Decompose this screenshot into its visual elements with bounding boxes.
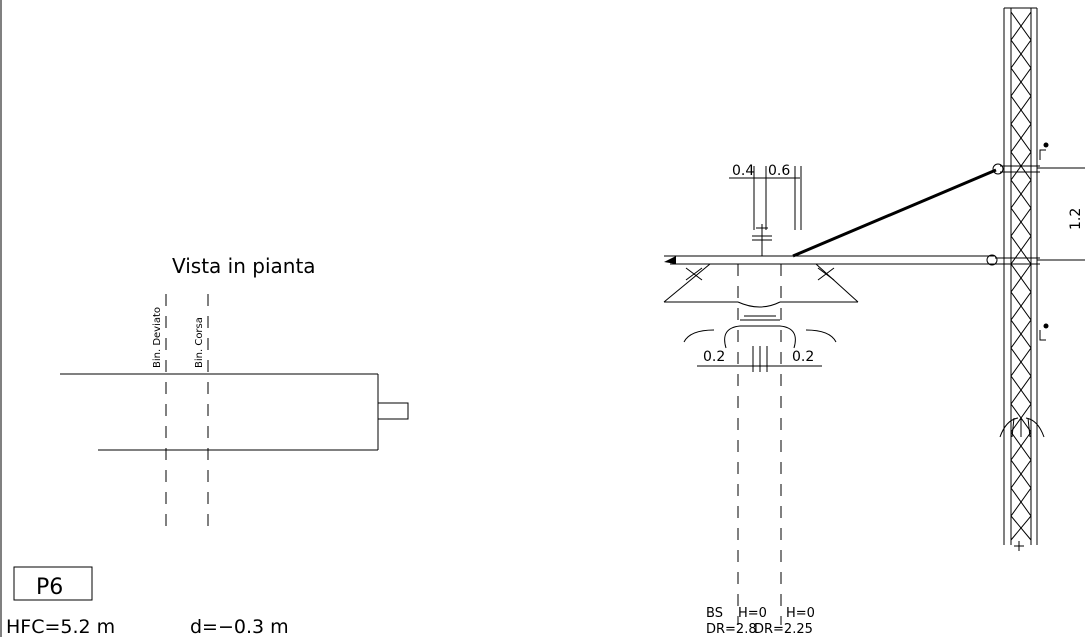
lattice-mast: [999, 7, 1045, 551]
dimension-top: 0.4 0.6: [729, 163, 802, 230]
plan-view-title: Vista in pianta: [172, 254, 316, 278]
dimension-vertical: 1.2: [1037, 167, 1085, 261]
label-h-mid: H=0: [738, 606, 767, 621]
label-dr-right: DR=2.25: [754, 622, 813, 637]
cantilever-elevation: 1.2: [663, 7, 1085, 637]
stay-tube: [792, 168, 997, 258]
dim-top-right: 0.6: [768, 163, 790, 179]
label-h-right: H=0: [786, 606, 815, 621]
stay-hinge: [992, 163, 1004, 175]
plan-pole-box: [377, 402, 409, 420]
mast-brackets: [1039, 142, 1049, 341]
cantilever-arm: [664, 254, 1040, 266]
plan-view: Vista in pianta Bin. Deviato Bin. Corsa: [60, 254, 409, 530]
registration-arms: [663, 224, 859, 308]
dim-mid-right: 0.2: [792, 349, 814, 365]
pole-label: P6: [36, 575, 63, 600]
dim-mid-left: 0.2: [703, 349, 725, 365]
footer-hfc: HFC=5.2 m: [6, 616, 115, 637]
track-corsa-label: Bin. Corsa: [194, 317, 205, 368]
label-bs: BS: [706, 606, 723, 621]
label-dr-left: DR=2.8: [706, 622, 757, 637]
footer-d: d=−0.3 m: [190, 616, 289, 637]
track-deviato-label: Bin. Deviato: [152, 307, 163, 368]
dim-top-left: 0.4: [732, 163, 754, 179]
contact-wire-hangers: [683, 315, 837, 349]
dim-vertical-label: 1.2: [1068, 208, 1084, 230]
pole-info: P6 HFC=5.2 m d=−0.3 m: [6, 566, 289, 637]
bottom-labels: BS H=0 H=0 DR=2.8 DR=2.25: [706, 606, 815, 637]
pole-label-box: [13, 566, 93, 601]
dimension-mid: 0.2 0.2: [697, 349, 822, 367]
